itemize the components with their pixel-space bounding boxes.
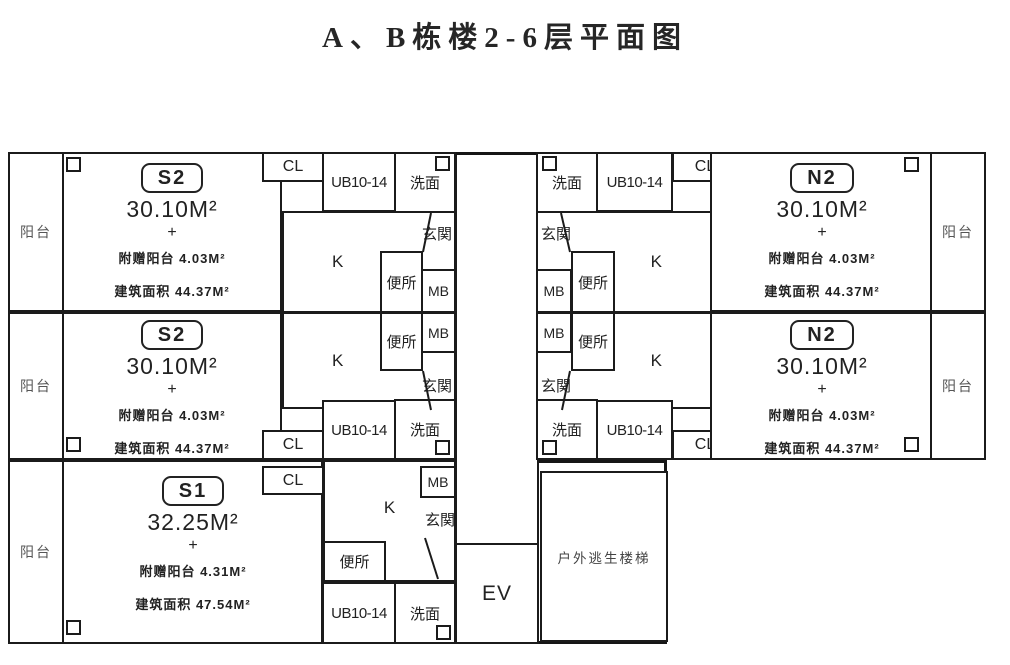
unit-info-n2-row2: N2 30.10M² + 附赠阳台 4.03M² 建筑面积 44.37M² [722,320,922,457]
unit-total: 建筑面积 44.37M² [114,441,230,456]
shaft-marker [542,440,557,455]
shaft-marker [904,157,919,172]
unit-name-badge: S2 [140,163,204,193]
living-room-n2-row1 [710,152,934,312]
living-room-s2-row2 [62,312,282,460]
plus-sign: + [188,537,198,554]
shaft-marker [66,620,81,635]
entry-label-row2-right: 玄関 [540,377,571,395]
unit-area: 32.25M² [147,509,239,535]
plus-sign: + [817,224,827,241]
unit-total: 建筑面积 44.37M² [764,441,880,456]
washroom-row3: 洗面 [394,582,456,644]
unit-bonus: 附赠阳台 4.03M² [118,251,226,266]
toilet-row3: 便所 [323,541,386,582]
unit-bonus: 附赠阳台 4.03M² [768,408,876,423]
balcony-row2-left: 阳台 [8,312,64,460]
closet-row1-left: CL [262,152,324,182]
unit-bath-row3: UB10-14 [322,582,396,644]
page-title: A、B栋楼2-6层平面图 [322,22,688,54]
balcony-row3-left: 阳台 [8,460,64,644]
unit-total: 建筑面积 44.37M² [764,284,880,299]
unit-area: 30.10M² [126,196,218,222]
shaft-marker [66,157,81,172]
entry-label-row1-right: 玄関 [540,225,571,243]
unit-info-s1-row3: S1 32.25M² + 附赠阳台 4.31M² 建筑面积 47.54M² [93,476,293,613]
meter-box-row1-left: MB [421,269,456,313]
unit-bonus: 附赠阳台 4.03M² [118,408,226,423]
shaft-marker [904,437,919,452]
closet-row2-left: CL [262,430,324,460]
balcony-row1-left: 阳台 [8,152,64,312]
meter-box-row1-right: MB [536,269,572,313]
unit-info-s2-row2: S2 30.10M² + 附赠阳台 4.03M² 建筑面积 44.37M² [72,320,272,457]
unit-bath-row2-left: UB10-14 [322,400,396,460]
unit-bonus: 附赠阳台 4.31M² [139,564,247,579]
shaft-marker [436,625,451,640]
shaft-marker [542,156,557,171]
unit-total: 建筑面积 47.54M² [135,597,251,612]
meter-box-row3: MB [420,466,456,498]
balcony-row2-right: 阳台 [930,312,986,460]
unit-bath-row1-right: UB10-14 [596,152,673,212]
entry-label-row3: 玄関 [424,511,455,529]
unit-name-badge: S1 [161,476,225,506]
toilet-row2-left: 便所 [380,312,423,371]
unit-name-badge: S2 [140,320,204,350]
unit-bonus: 附赠阳台 4.03M² [768,251,876,266]
unit-name-badge: N2 [790,163,854,193]
entry-label-row2-left: 玄関 [421,377,452,395]
elevator: EV [455,543,539,644]
unit-info-s2-row1: S2 30.10M² + 附赠阳台 4.03M² 建筑面积 44.37M² [72,163,272,300]
plus-sign: + [817,381,827,398]
unit-bath-row1-left: UB10-14 [322,152,396,212]
unit-bath-row2-right: UB10-14 [596,400,673,460]
unit-area: 30.10M² [126,353,218,379]
escape-stairs: 户外逃生楼梯 [540,471,668,642]
shaft-marker [435,156,450,171]
balcony-row1-right: 阳台 [930,152,986,312]
plus-sign: + [167,381,177,398]
toilet-row1-left: 便所 [380,251,423,313]
unit-area: 30.10M² [776,353,868,379]
toilet-row2-right: 便所 [571,312,615,371]
toilet-row1-right: 便所 [571,251,615,313]
shaft-marker [435,440,450,455]
unit-total: 建筑面积 44.37M² [114,284,230,299]
shaft-marker [66,437,81,452]
meter-box-row2-left: MB [421,312,456,353]
entry-label-row1-left: 玄関 [421,225,452,243]
unit-name-badge: N2 [790,320,854,350]
unit-area: 30.10M² [776,196,868,222]
meter-box-row2-right: MB [536,312,572,353]
plus-sign: + [167,224,177,241]
living-room-s2-row1 [62,152,282,312]
unit-info-n2-row1: N2 30.10M² + 附赠阳台 4.03M² 建筑面积 44.37M² [722,163,922,300]
